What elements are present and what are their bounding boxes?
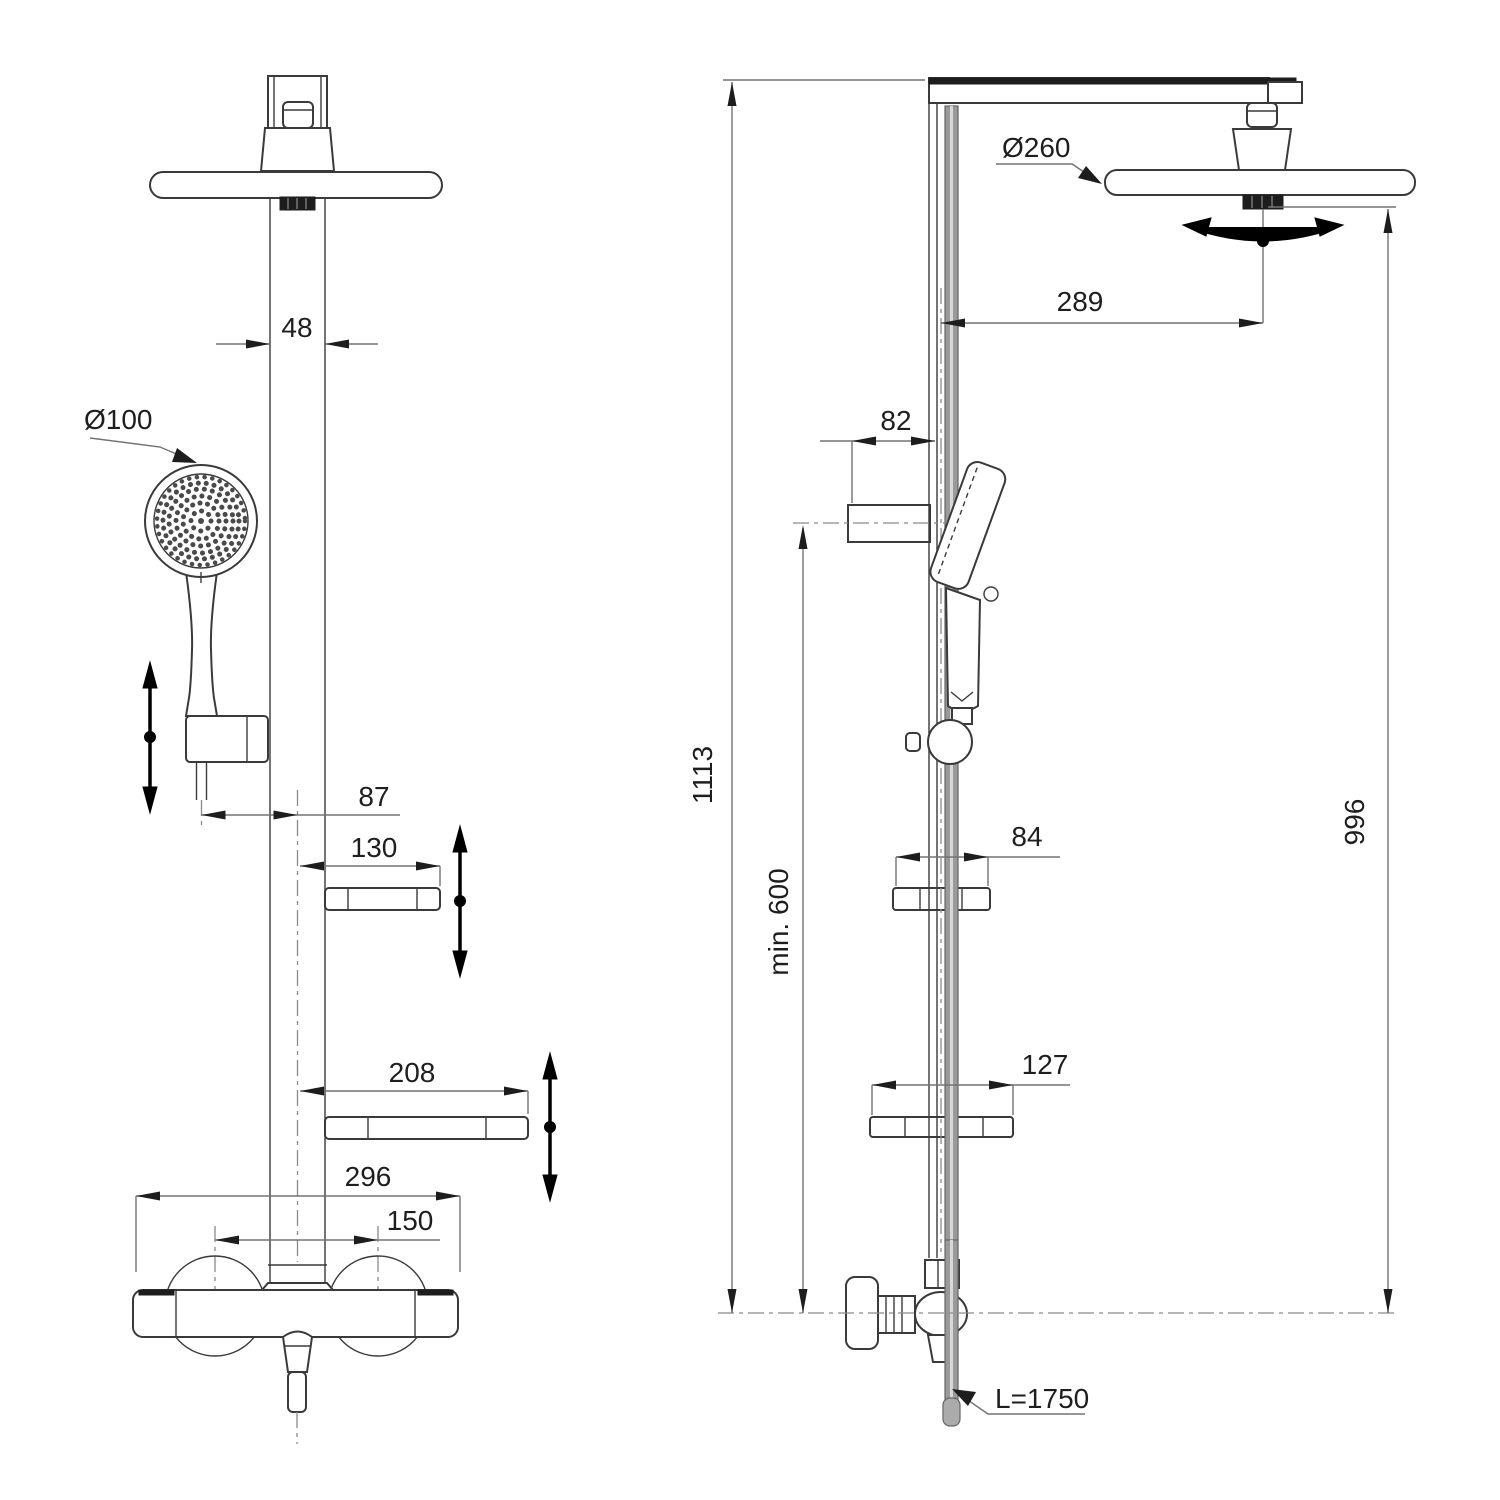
dim-large-shelf-width-label: 208 [389, 1057, 436, 1088]
dim-handshower-offset-label: 87 [358, 781, 389, 812]
label-head-diameter: Ø260 [996, 132, 1102, 184]
mixer-outlet-front [281, 1330, 314, 1444]
dim-small-shelf-depth: 84 [895, 821, 1060, 886]
mixer-side [845, 1239, 968, 1427]
head-disc-front [149, 171, 443, 199]
dim-holder-depth: 82 [820, 405, 935, 503]
mixer-front [132, 1255, 459, 1444]
dim-small-shelf-width: 130 [300, 832, 441, 886]
large-shelf-front [324, 1116, 529, 1140]
dim-min-mounting-height: min. 600 [763, 525, 808, 1313]
mixer-right-knob-cap [417, 1289, 454, 1296]
label-head-diameter-text: Ø260 [1002, 132, 1071, 163]
mixer-connector-side [877, 1295, 916, 1334]
riser-pipe-front [269, 198, 326, 1284]
overhead-shower-front [149, 75, 443, 211]
hand-shower-holder-front [185, 715, 269, 763]
dim-small-shelf-depth-label: 84 [1011, 821, 1042, 852]
dim-holder-depth-label: 82 [880, 405, 911, 436]
hand-shower-handle [183, 564, 220, 717]
hand-shower-side [905, 461, 1007, 765]
height-adjust-arrow-large-shelf [542, 1051, 558, 1203]
hose-front-segment [942, 1239, 961, 1427]
dim-min-mounting-height-label: min. 600 [763, 868, 794, 975]
head-nozzle-front [279, 196, 316, 211]
label-hose-length-text: L=1750 [995, 1383, 1089, 1414]
label-hose-length: L=1750 [952, 1383, 1089, 1415]
dim-large-shelf-depth: 127 [871, 1049, 1070, 1115]
hand-shower-face-dots [154, 474, 248, 568]
dim-large-shelf-depth-label: 127 [1022, 1049, 1069, 1080]
front-view: 48 [84, 75, 558, 1444]
label-handshower-diameter: Ø100 [84, 404, 197, 463]
holder-ball-side [927, 719, 973, 765]
side-view: Ø260 289 82 [687, 77, 1416, 1427]
dim-head-height: 996 [1268, 206, 1396, 1313]
riser-pipe-side [928, 78, 942, 1258]
dim-pipe-width-label: 48 [281, 312, 312, 343]
dim-pipe-width: 48 [216, 312, 378, 349]
dim-mixer-width-label: 296 [345, 1161, 392, 1192]
dim-head-height-label: 996 [1339, 799, 1370, 846]
small-shelf-front [324, 887, 441, 911]
mixer-left-knob-cap [138, 1289, 175, 1296]
dim-head-offset: 289 [941, 286, 1263, 328]
label-handshower-diameter-text: Ø100 [84, 404, 153, 435]
mixer-body-side [914, 1291, 968, 1337]
dim-large-shelf-width: 208 [300, 1057, 529, 1114]
dim-overall-height-label: 1113 [687, 746, 718, 804]
height-adjust-arrow-small-shelf [452, 824, 468, 979]
head-disc-side [1104, 169, 1416, 196]
height-adjust-arrow-handshower [142, 660, 158, 815]
dim-head-offset-label: 289 [1057, 286, 1104, 317]
dim-mixer-width: 296 [135, 1161, 461, 1272]
head-tilt-arrow [1181, 217, 1345, 247]
dim-connection-spacing-label: 150 [387, 1205, 434, 1236]
hand-shower-front [144, 464, 269, 827]
dim-small-shelf-width-label: 130 [351, 832, 398, 863]
overhead-shower-side [928, 77, 1416, 323]
dim-handshower-offset: 87 [201, 781, 400, 820]
dim-connection-spacing: 150 [214, 1205, 440, 1298]
dim-overall-height: 1113 [687, 79, 925, 1313]
